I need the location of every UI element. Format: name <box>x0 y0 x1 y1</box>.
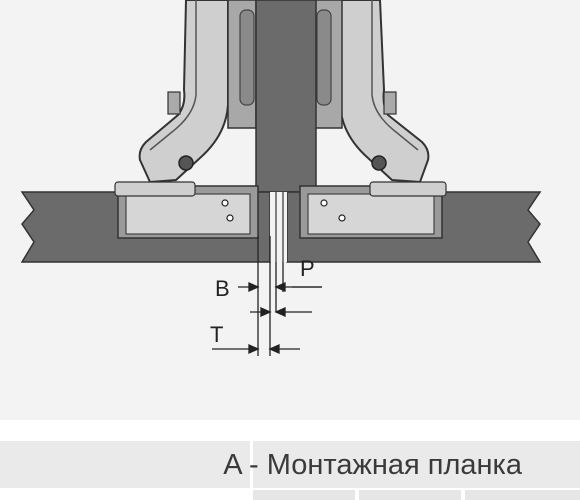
right-plate-screw-2 <box>338 214 346 222</box>
left-hinge-arm <box>138 0 229 184</box>
right-plate-cap <box>369 181 447 197</box>
table-header-divider <box>250 441 253 488</box>
left-plate-screw-2 <box>226 214 234 222</box>
right-arm-clip <box>383 91 397 115</box>
table-subheader-cell <box>359 490 461 500</box>
left-arm-slot <box>239 9 255 106</box>
right-hinge-arm <box>339 0 430 184</box>
left-arm-screw <box>178 155 194 171</box>
hinge-diagram: B P T <box>20 0 542 356</box>
table-subheader-cell <box>465 490 580 500</box>
dimension-label-p: P <box>300 256 315 281</box>
table-title: A - Монтажная планка <box>223 449 522 481</box>
left-arm-clip <box>167 91 181 115</box>
right-arm-screw <box>371 155 387 171</box>
left-plate-cap <box>114 181 196 197</box>
right-arm-inner <box>371 0 419 151</box>
center-gap <box>270 192 287 262</box>
left-arm-inner <box>149 0 197 151</box>
center-door-edge <box>255 0 317 193</box>
right-arm-slot <box>316 9 332 106</box>
table-subheader-cell <box>253 490 355 500</box>
left-plate-screw-1 <box>221 199 229 207</box>
right-plate-face <box>307 193 435 235</box>
hinge-drawing <box>20 0 542 356</box>
dimension-label-b: B <box>215 276 230 301</box>
left-plate-face <box>125 193 251 235</box>
right-plate-screw-1 <box>320 199 328 207</box>
dimension-label-t: T <box>210 322 224 347</box>
table-header-band <box>0 441 580 488</box>
dimension-lines <box>212 236 322 356</box>
